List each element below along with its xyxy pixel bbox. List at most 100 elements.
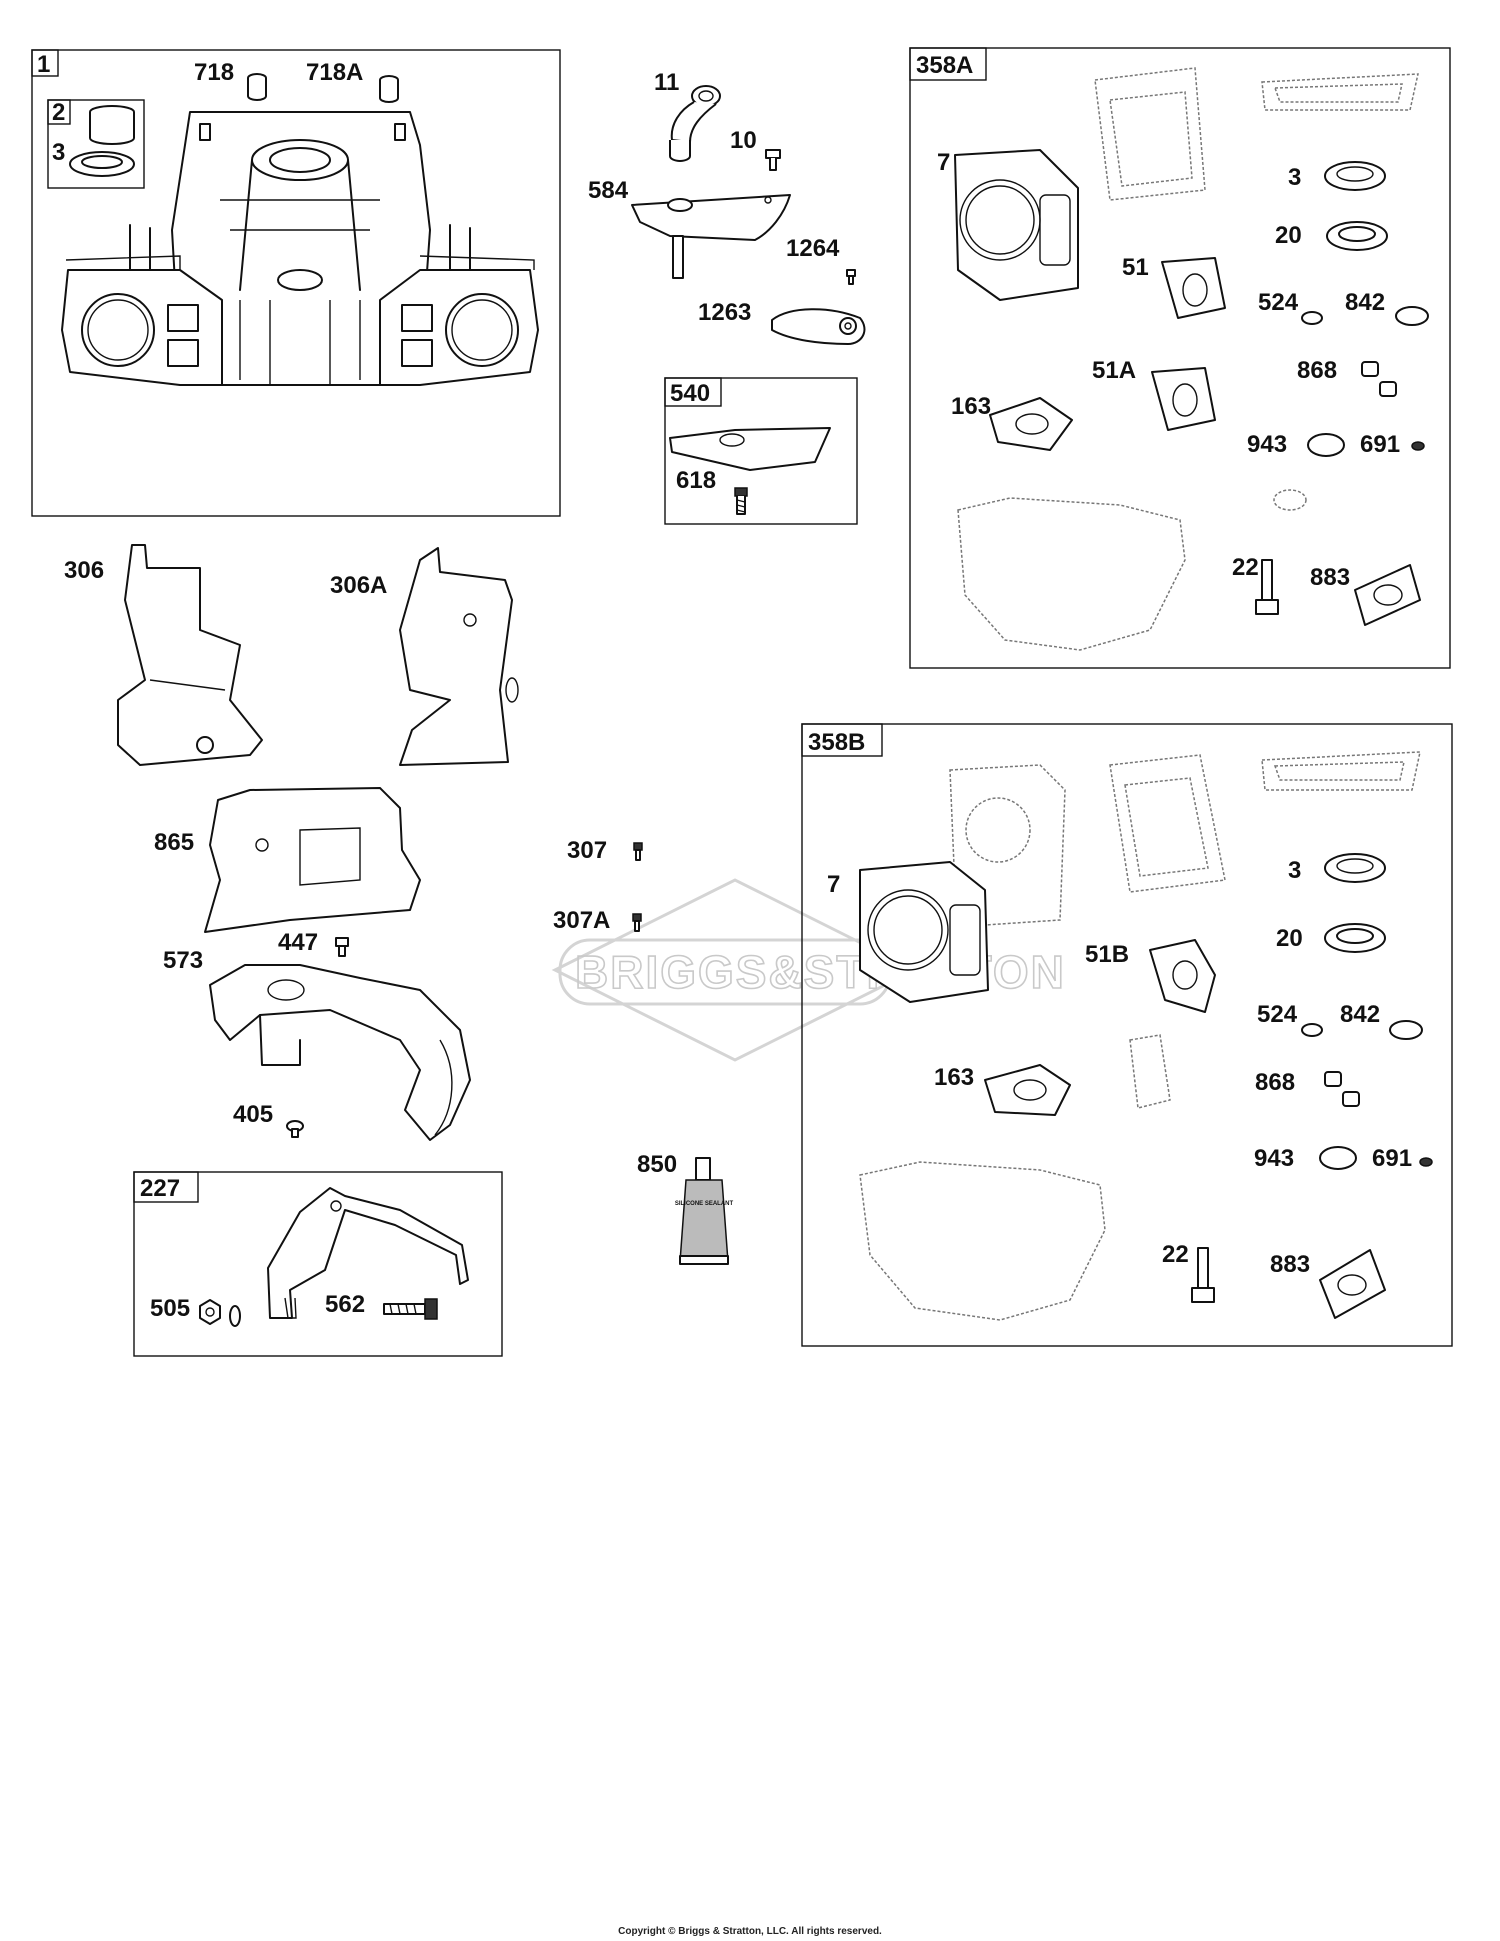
screw-icon <box>765 149 781 171</box>
callout-505[interactable]: 505 <box>150 1295 190 1322</box>
callout-691-a[interactable]: 691 <box>1360 431 1400 458</box>
bolt-icon <box>734 487 748 515</box>
o-ring-icon <box>1307 433 1345 457</box>
callout-7-b[interactable]: 7 <box>827 871 840 898</box>
exhaust-gasket-icon <box>984 1064 1071 1116</box>
dipstick-tube-area: 11 10 584 1264 1263 <box>588 69 866 345</box>
baffle-plate-icon <box>204 787 421 933</box>
callout-11[interactable]: 11 <box>654 69 679 96</box>
o-ring-icon <box>1319 1146 1357 1170</box>
air-guide-left-icon <box>117 544 263 766</box>
washer-icon <box>1301 311 1323 325</box>
group-358B-frame <box>801 723 1453 1347</box>
callout-718A[interactable]: 718A <box>306 59 363 86</box>
callout-524-b[interactable]: 524 <box>1257 1001 1298 1028</box>
callout-20-a[interactable]: 20 <box>1275 222 1302 249</box>
ghost-gasket <box>957 497 1186 651</box>
callout-1[interactable]: 1 <box>37 51 50 78</box>
bracket-icon <box>267 1187 469 1319</box>
callout-2[interactable]: 2 <box>52 99 65 126</box>
group-358A-frame <box>909 47 1451 669</box>
sealant-tube-icon: SILICONE SEALANT <box>675 1157 733 1265</box>
seal-ring-icon <box>1395 306 1429 326</box>
callout-1263[interactable]: 1263 <box>698 299 751 326</box>
callout-524-a[interactable]: 524 <box>1258 289 1299 316</box>
callout-3-seal[interactable]: 3 <box>52 139 65 166</box>
callout-562[interactable]: 562 <box>325 1291 365 1318</box>
callout-405[interactable]: 405 <box>233 1101 273 1128</box>
callout-227[interactable]: 227 <box>140 1175 180 1202</box>
valve-seal-icon <box>1324 1071 1360 1107</box>
callout-718[interactable]: 718 <box>194 59 234 86</box>
bearing-icon <box>1326 221 1388 251</box>
callout-868-a[interactable]: 868 <box>1297 357 1337 384</box>
group-1-cylinder: 1 2 3 718 718A <box>31 49 561 517</box>
callout-943-b[interactable]: 943 <box>1254 1145 1294 1172</box>
callout-842-b[interactable]: 842 <box>1340 1001 1380 1028</box>
blower-housing-icon <box>209 964 471 1141</box>
callout-22-b[interactable]: 22 <box>1162 1241 1189 1268</box>
callout-850[interactable]: 850 <box>637 1151 677 1178</box>
callout-540[interactable]: 540 <box>670 380 710 407</box>
nut-icon <box>199 1299 241 1327</box>
callout-573[interactable]: 573 <box>163 947 203 974</box>
callout-22-a[interactable]: 22 <box>1232 554 1259 581</box>
head-gasket-icon <box>954 149 1079 301</box>
callout-51A-a[interactable]: 51A <box>1092 357 1136 384</box>
callout-868-b[interactable]: 868 <box>1255 1069 1295 1096</box>
callout-358B[interactable]: 358B <box>808 729 865 756</box>
callout-943-a[interactable]: 943 <box>1247 431 1287 458</box>
gasket-plate-icon <box>669 427 831 471</box>
callout-883-a[interactable]: 883 <box>1310 564 1350 591</box>
callout-447[interactable]: 447 <box>278 929 318 956</box>
callout-865[interactable]: 865 <box>154 829 194 856</box>
oil-seal-icon <box>1324 853 1386 883</box>
seal-ring-icon <box>1389 1020 1423 1040</box>
bushing-icon <box>89 105 135 145</box>
callout-691-b[interactable]: 691 <box>1372 1145 1412 1172</box>
group-540-frame <box>664 377 858 525</box>
screw-icon <box>383 1298 438 1320</box>
ghost-gasket <box>1094 67 1206 201</box>
spacer-gasket-icon <box>1319 1249 1386 1319</box>
intake-gasket-icon <box>1149 939 1216 1013</box>
governor-plate-icon <box>631 194 791 279</box>
head-gasket-icon <box>859 861 989 1003</box>
callout-307A[interactable]: 307A <box>553 907 610 934</box>
callout-10[interactable]: 10 <box>730 127 757 154</box>
oil-seal-icon <box>69 151 135 177</box>
callout-584[interactable]: 584 <box>588 177 629 204</box>
watermark-text: BRIGGS&STRATTON <box>575 946 1066 998</box>
callout-358A[interactable]: 358A <box>916 52 973 79</box>
group-1-frame <box>31 49 561 517</box>
spacer-gasket-icon <box>1354 564 1421 626</box>
callout-163-b[interactable]: 163 <box>934 1064 974 1091</box>
callout-51B[interactable]: 51B <box>1085 941 1129 968</box>
dowel-pin-icon <box>247 73 399 103</box>
screw-icon <box>632 913 642 932</box>
callout-3-a[interactable]: 3 <box>1288 164 1301 191</box>
air-guide-right-icon <box>399 547 519 766</box>
group-2-3-frame <box>47 99 145 189</box>
callout-20-b[interactable]: 20 <box>1276 925 1303 952</box>
callout-842-a[interactable]: 842 <box>1345 289 1385 316</box>
callout-163-a[interactable]: 163 <box>951 393 991 420</box>
callout-3-b[interactable]: 3 <box>1288 857 1301 884</box>
callout-883-b[interactable]: 883 <box>1270 1251 1310 1278</box>
callout-306[interactable]: 306 <box>64 557 104 584</box>
group-227: 227 505 562 <box>133 1171 503 1357</box>
intake-gasket-icon <box>1151 367 1216 431</box>
bolt-icon <box>1255 559 1279 615</box>
callout-51-a[interactable]: 51 <box>1122 254 1149 281</box>
callout-1264[interactable]: 1264 <box>786 235 840 262</box>
small-screw-icon <box>846 269 856 285</box>
exhaust-gasket-icon <box>989 397 1073 451</box>
copyright-notice: Copyright © Briggs & Stratton, LLC. All … <box>618 1926 882 1937</box>
callout-7-a[interactable]: 7 <box>937 149 950 176</box>
callout-618[interactable]: 618 <box>676 467 716 494</box>
callout-306A[interactable]: 306A <box>330 572 387 599</box>
bearing-icon <box>1324 923 1386 953</box>
callout-307[interactable]: 307 <box>567 837 607 864</box>
gasket-set-358B: 358B 7 3 20 51B 524 842 <box>801 723 1453 1347</box>
